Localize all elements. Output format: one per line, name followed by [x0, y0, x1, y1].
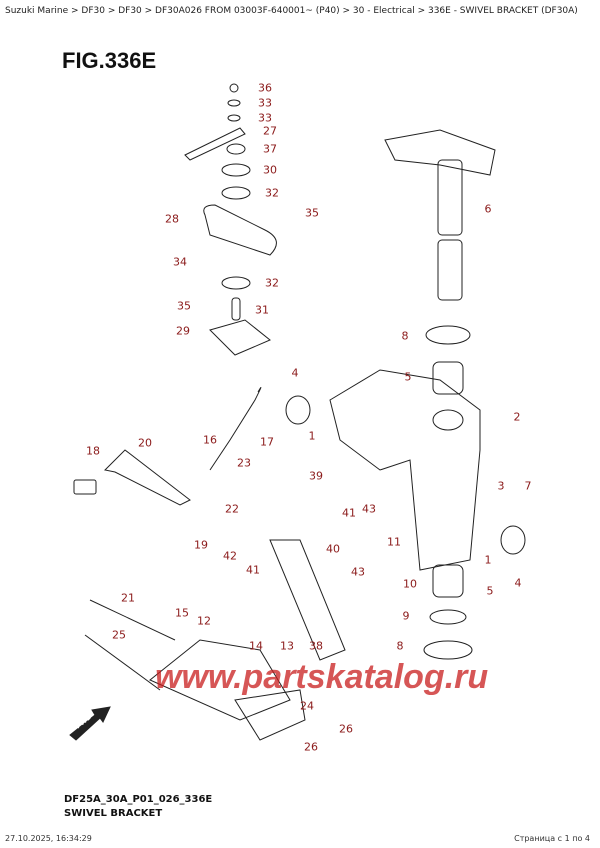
- part-callout[interactable]: 23: [237, 456, 251, 470]
- part-callout[interactable]: 4: [291, 366, 299, 380]
- part-callout[interactable]: 39: [309, 469, 323, 483]
- part-callout[interactable]: 8: [396, 639, 404, 653]
- part-callout[interactable]: 11: [387, 535, 401, 549]
- part-callout[interactable]: 1: [484, 553, 492, 567]
- part-callout[interactable]: 33: [258, 96, 272, 110]
- part-callout[interactable]: 27: [263, 124, 277, 138]
- part-callout[interactable]: 2: [513, 410, 521, 424]
- breadcrumb[interactable]: Suzuki Marine > DF30 > DF30 > DF30A026 F…: [5, 6, 578, 16]
- part-callout[interactable]: 6: [484, 202, 492, 216]
- tilt-rod-parts: [73, 387, 346, 741]
- diagram-name: SWIVEL BRACKET: [64, 808, 163, 819]
- part-callout[interactable]: 10: [403, 577, 417, 591]
- part-callout[interactable]: 4: [514, 576, 522, 590]
- part-callout[interactable]: 40: [326, 542, 340, 556]
- part-callout[interactable]: 33: [258, 111, 272, 125]
- part-callout[interactable]: 31: [255, 303, 269, 317]
- swivel-bracket-part: [285, 369, 526, 571]
- part-callout[interactable]: 43: [351, 565, 365, 579]
- part-callout[interactable]: 24: [300, 699, 314, 713]
- part-callout[interactable]: 18: [86, 444, 100, 458]
- fwd-arrow: [69, 706, 111, 741]
- part-callout[interactable]: 37: [263, 142, 277, 156]
- part-callout[interactable]: 36: [258, 81, 272, 95]
- part-callout[interactable]: 13: [280, 639, 294, 653]
- part-callout[interactable]: 1: [308, 429, 316, 443]
- part-callout[interactable]: 26: [339, 722, 353, 736]
- part-callout[interactable]: 7: [524, 479, 532, 493]
- part-callout[interactable]: 29: [176, 324, 190, 338]
- watermark: www.partskatalog.ru: [155, 658, 489, 696]
- part-callout[interactable]: 35: [177, 299, 191, 313]
- tiller-bracket-part: [384, 129, 496, 301]
- timestamp: 27.10.2025, 16:34:29: [5, 834, 92, 843]
- part-callout[interactable]: 9: [402, 609, 410, 623]
- part-callout[interactable]: 19: [194, 538, 208, 552]
- part-callout[interactable]: 8: [401, 329, 409, 343]
- part-callout[interactable]: 15: [175, 606, 189, 620]
- part-callout[interactable]: 21: [121, 591, 135, 605]
- diagram-code: DF25A_30A_P01_026_336E: [64, 794, 213, 805]
- part-callout[interactable]: 22: [225, 502, 239, 516]
- part-callout[interactable]: 5: [404, 370, 412, 384]
- part-callout[interactable]: 32: [265, 186, 279, 200]
- part-callout[interactable]: 41: [342, 506, 356, 520]
- part-callout[interactable]: 43: [362, 502, 376, 516]
- part-callout[interactable]: 12: [197, 614, 211, 628]
- part-callout[interactable]: 20: [138, 436, 152, 450]
- part-callout[interactable]: 32: [265, 276, 279, 290]
- part-callout[interactable]: 38: [309, 639, 323, 653]
- part-callout[interactable]: 14: [249, 639, 263, 653]
- stack-parts: [184, 83, 277, 356]
- part-callout[interactable]: 25: [112, 628, 126, 642]
- bushings-part: [423, 325, 473, 660]
- part-callout[interactable]: 16: [203, 433, 217, 447]
- part-callout[interactable]: 42: [223, 549, 237, 563]
- part-callout[interactable]: 17: [260, 435, 274, 449]
- part-callout[interactable]: 28: [165, 212, 179, 226]
- part-callout[interactable]: 5: [486, 584, 494, 598]
- page-info: Страница с 1 по 4: [514, 834, 590, 843]
- part-callout[interactable]: 3: [497, 479, 505, 493]
- part-callout[interactable]: 26: [304, 740, 318, 754]
- figure-title: FIG.336E: [62, 48, 157, 73]
- part-callout[interactable]: 30: [263, 163, 277, 177]
- part-callout[interactable]: 41: [246, 563, 260, 577]
- part-callout[interactable]: 34: [173, 255, 187, 269]
- part-callout[interactable]: 35: [305, 206, 319, 220]
